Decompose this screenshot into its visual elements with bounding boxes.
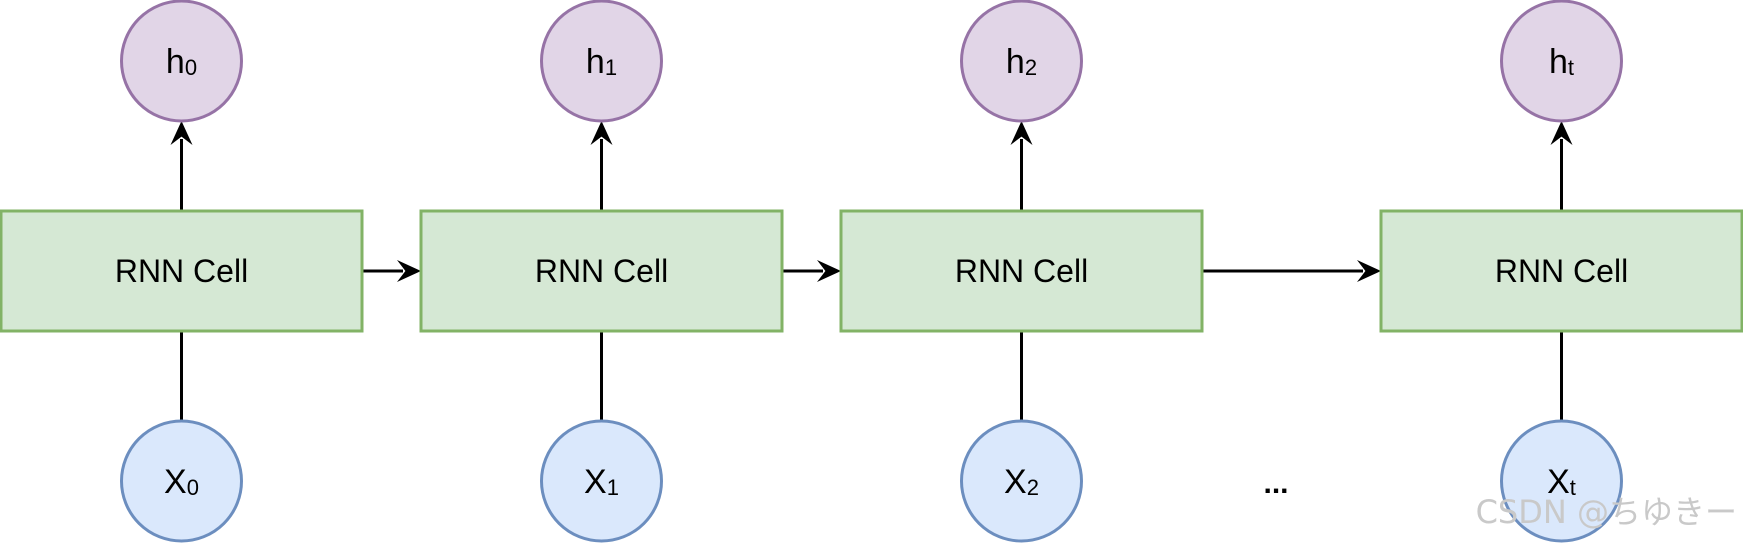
output-arrow-3 [1550,121,1573,211]
input-node-2-subscript: 2 [1027,475,1039,500]
rnn-cell-1: RNN Cell [419,209,784,333]
output-node-2-label: h2 [1006,43,1037,81]
input-node-0-subscript: 0 [187,475,199,500]
output-node-0-label: h0 [166,43,197,81]
rnn-cell-label: RNN Cell [115,253,248,289]
rnn-cell-3: RNN Cell [1379,209,1743,333]
input-node-2-symbol: X [1004,463,1027,501]
output-node-0-symbol: h [166,43,185,81]
output-node-3: ht [1500,0,1623,123]
rnn-cell-label: RNN Cell [1495,253,1628,289]
output-node-1-subscript: 1 [605,55,617,80]
rnn-cell-label: RNN Cell [955,253,1088,289]
output-node-2: h2 [960,0,1083,123]
rnn-cell-2: RNN Cell [839,209,1204,333]
output-arrow-2 [1010,121,1033,211]
cells: RNN Cell RNN Cell RNN Cell RNN Cell [0,209,1743,333]
output-node-2-subscript: 2 [1025,55,1037,80]
input-node-2: X2 [960,419,1083,543]
output-node-0: h0 [120,0,243,123]
output-node-3-subscript: t [1568,55,1574,80]
input-node-3-label: Xt [1547,463,1576,501]
rnn-cell-0: RNN Cell [0,209,364,333]
hidden-arrow-2 [1202,260,1381,282]
output-arrow-0 [170,121,193,211]
input-node-0-label: X0 [164,463,199,501]
input-node-2-label: X2 [1004,463,1039,501]
rnn-cell-label: RNN Cell [535,253,668,289]
output-node-1-label: h1 [586,43,617,81]
output-node-2-symbol: h [1006,43,1025,81]
input-node-1-symbol: X [584,463,607,501]
output-node-1-symbol: h [586,43,605,81]
output-arrow-1 [590,121,613,211]
input-node-3: Xt [1500,419,1623,543]
output-node-3-symbol: h [1549,43,1568,81]
output-node-0-subscript: 0 [185,55,197,80]
input-node-0: X0 [120,419,243,543]
input-node-3-subscript: t [1570,475,1576,500]
hidden-arrow-1 [782,260,841,282]
hidden-arrow-0 [362,260,421,282]
input-node-0-symbol: X [164,463,187,501]
input-node-1-label: X1 [584,463,619,501]
input-node-1-subscript: 1 [607,475,619,500]
output-node-3-label: ht [1549,43,1574,81]
input-node-1: X1 [540,419,663,543]
ellipsis: ... [1263,467,1288,500]
output-node-1: h1 [540,0,663,123]
input-node-3-symbol: X [1547,463,1570,501]
watermark: CSDN @ちゆきー [1476,493,1737,531]
